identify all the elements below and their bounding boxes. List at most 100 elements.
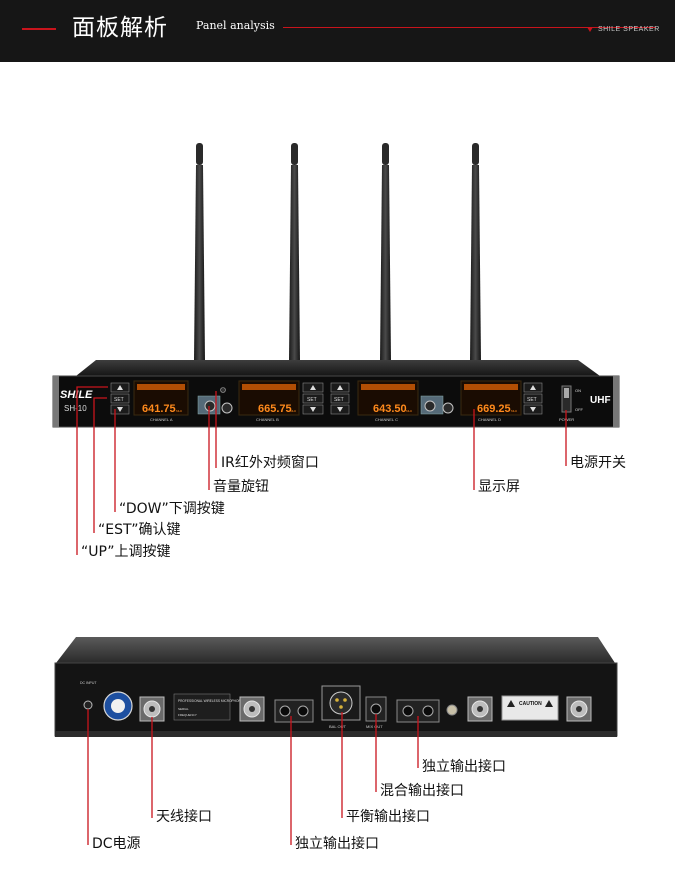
channel-d-label: CHANNEL D <box>478 417 501 422</box>
channel-c-set-label: SET <box>334 397 344 403</box>
channel-c-aux-knob[interactable] <box>442 402 454 414</box>
antenna-3 <box>380 143 391 362</box>
power-off-label: OFF <box>575 407 584 412</box>
left-button-column: SET <box>110 382 130 415</box>
rear-callout-lines <box>87 709 419 845</box>
channel-c-down-arrow-icon <box>337 407 343 412</box>
mix-out-label: MIX OUT <box>366 724 383 729</box>
plate-serial: SERIAL <box>178 707 189 711</box>
channel-b-up-arrow-icon <box>310 385 316 390</box>
channel-d-unit: MHz <box>511 409 518 413</box>
rear-info-plate: PROFESSIONAL WIRELESS MICROPHONE SERIAL … <box>173 693 243 721</box>
rear-dc-group: DC INPUT <box>80 681 133 721</box>
channel-c-freq: 643.50 <box>373 403 407 415</box>
indep-output-jack-b[interactable] <box>297 705 309 717</box>
channel-d-freq: 669.25 <box>477 403 511 415</box>
xlr-balanced-output[interactable] <box>329 691 353 715</box>
antenna-group <box>194 143 481 362</box>
callout-balanced-output: 平衡输出接口 <box>346 809 430 825</box>
antenna-4 <box>470 143 481 362</box>
indep-output-right-group <box>396 699 458 723</box>
ground-screw <box>446 704 458 716</box>
channel-d-module: 669.25 MHz CHANNEL D SET <box>460 380 543 422</box>
antenna-1 <box>194 143 205 362</box>
power-switch-toggle <box>564 388 569 398</box>
mixed-output-group: MIX OUT <box>365 696 387 729</box>
bal-out-label: BAL OUT <box>329 724 347 729</box>
callout-display: 显示屏 <box>478 479 520 495</box>
callout-down-key: “DOW”下调按键 <box>119 501 225 517</box>
plate-title: PROFESSIONAL WIRELESS MICROPHONE <box>178 699 243 703</box>
callout-antenna: 天线接口 <box>156 809 212 825</box>
indep-output-jack-d[interactable] <box>422 705 434 717</box>
channel-b-module: 665.75 MHz CHANNEL B SET <box>238 380 324 422</box>
indep-output-left-group <box>274 699 314 723</box>
channel-c-label: CHANNEL C <box>375 417 398 422</box>
channel-a-label: CHANNEL A <box>150 417 173 422</box>
header-bar: 面板解析 Panel analysis SHILE SPEAKER <box>0 0 675 62</box>
balanced-output-group: BAL OUT <box>321 685 361 729</box>
antenna-connector-right-2 <box>566 696 592 722</box>
front-callout-lines <box>76 386 567 555</box>
rear-chassis-top <box>56 637 615 663</box>
up-arrow-icon <box>117 385 123 390</box>
channel-c-unit: MHz <box>406 409 413 413</box>
page-title: 面板解析 <box>72 15 168 41</box>
channel-c-set-button[interactable] <box>330 393 350 404</box>
channel-d-down-arrow-icon <box>530 407 536 412</box>
channel-a-unit: MHz <box>176 409 183 413</box>
channel-d-up-arrow-icon <box>530 385 536 390</box>
model-text: SH-10 <box>64 404 87 413</box>
antenna-connector-left <box>139 696 165 722</box>
channel-b-unit: MHz <box>290 409 297 413</box>
callout-indep-output-2: 独立输出接口 <box>422 759 506 775</box>
rack-ear-left <box>53 376 59 427</box>
channel-b-set-button[interactable] <box>302 393 324 404</box>
channel-b-freq: 665.75 <box>258 403 292 415</box>
caution-label-group: CAUTION <box>501 695 559 721</box>
uhf-label: UHF <box>590 395 611 406</box>
dc-input-text: DC INPUT <box>80 681 97 685</box>
channel-c-up-arrow-icon <box>337 385 343 390</box>
channel-c-module: SET 643.50 MHz CHANNEL C <box>330 380 454 422</box>
channel-a-ir-window <box>220 387 226 393</box>
up-key-leader <box>76 386 108 555</box>
header-accent-right <box>283 27 656 28</box>
brand-text: SHILE SPEAKER <box>598 26 660 33</box>
channel-b-label: CHANNEL B <box>256 417 279 422</box>
page-subtitle: Panel analysis <box>196 19 275 32</box>
set-button[interactable] <box>110 393 130 404</box>
channel-c-volume-knob[interactable] <box>424 400 436 412</box>
callout-dc-power: DC电源 <box>92 836 141 852</box>
callout-up-key: “UP”上调按键 <box>81 544 171 560</box>
channel-d-set-button[interactable] <box>523 393 543 404</box>
rack-ear-right <box>613 376 619 427</box>
callout-power-switch: 电源开关 <box>570 455 626 471</box>
header-triangle <box>587 27 593 32</box>
set-key-leader <box>93 397 107 533</box>
indep-output-jack-c[interactable] <box>402 705 414 717</box>
caution-text: CAUTION <box>519 701 542 707</box>
down-arrow-icon <box>117 407 123 412</box>
mix-output-jack[interactable] <box>370 703 382 715</box>
channel-b-set-label: SET <box>307 397 317 403</box>
channel-a-freq: 641.75 <box>142 403 176 415</box>
front-chassis-top <box>76 360 600 376</box>
channel-a-volume-knob[interactable] <box>204 400 216 412</box>
indep-output-jack-a[interactable] <box>279 705 291 717</box>
dc-power-jack[interactable] <box>83 700 93 710</box>
channel-a-aux-knob[interactable] <box>221 402 233 414</box>
channel-b-down-arrow-icon <box>310 407 316 412</box>
channel-a-module: 641.75 MHz CHANNEL A <box>133 380 233 422</box>
plate-frequency: FREQUENCY <box>178 713 197 717</box>
certification-seal-center <box>111 699 125 713</box>
callout-set-key: “EST”确认键 <box>98 522 181 538</box>
set-button-label: SET <box>114 397 124 403</box>
header-accent-left <box>22 28 56 30</box>
antenna-connector-mid <box>239 696 265 722</box>
power-on-label: ON <box>575 388 581 393</box>
warning-icon <box>507 700 515 707</box>
callout-mixed-output: 混合输出接口 <box>380 783 464 799</box>
warning-icon-2 <box>545 700 553 707</box>
